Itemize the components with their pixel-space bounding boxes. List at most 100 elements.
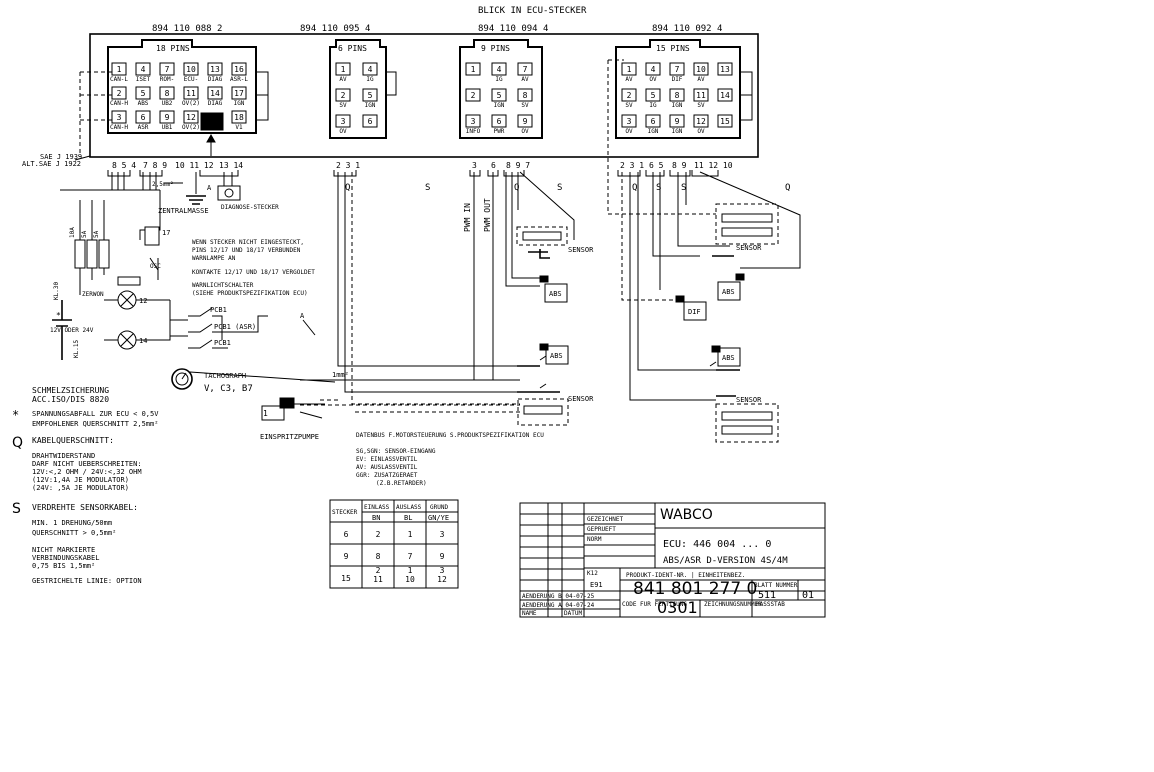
connector-4-pin-3 xyxy=(621,114,637,128)
pwm-in-label: PWM IN xyxy=(463,203,472,232)
connector-1-pin-16 xyxy=(231,62,247,76)
connector-4-pin-13 xyxy=(717,62,733,76)
pin-clip xyxy=(503,170,525,177)
connector-1-pin-8-signal: UB2 xyxy=(162,100,173,107)
tachograph: TACHOGRAPH V, C3, B7 xyxy=(171,368,253,394)
table-cell: 3 xyxy=(440,566,445,575)
connector-4-pin-1 xyxy=(621,62,637,76)
table-sh-1: BN xyxy=(372,514,380,522)
pin-group-c4b: 6 5 xyxy=(649,161,664,170)
connector-4-pin-4 xyxy=(645,62,661,76)
connector-1-pin-8-number: 8 xyxy=(165,89,170,98)
connector-3-pin-6-signal: PWR xyxy=(494,128,505,135)
wiring-lines xyxy=(189,171,801,413)
connector-4-pin-5 xyxy=(645,88,661,102)
abs-label-3: ABS xyxy=(722,288,735,296)
connector-3-pin-3 xyxy=(465,114,481,128)
wire-code-s-1: S xyxy=(425,183,430,193)
connector-3-pin-9-signal: OV xyxy=(521,128,529,135)
connector-3-pin-3-number: 3 xyxy=(471,117,476,126)
table-cell: 2 xyxy=(376,530,381,539)
connector-3-pin-7-signal: AV xyxy=(521,76,529,83)
connector-1-pin-1 xyxy=(111,62,127,76)
connector-4-pin-8 xyxy=(669,88,685,102)
connector-1-pin-18 xyxy=(231,110,247,124)
abs-label-1: ABS xyxy=(549,290,562,298)
connector-1-pin-16-number: 16 xyxy=(234,65,244,74)
connector-3-pin-4-signal: IG xyxy=(495,76,503,83)
product-label: PRODUKT-IDENT-NR. | EINHEITENBEZ. xyxy=(626,572,745,579)
connector-4-part: 894 110 092 4 xyxy=(652,24,722,34)
connector-3-pin-2 xyxy=(465,88,481,102)
abbrev-4: (Z.B.RETARDER) xyxy=(376,480,427,487)
connector-4-pin-7-number: 7 xyxy=(675,65,680,74)
connector-1-pin-4 xyxy=(135,62,151,76)
table-cell: 7 xyxy=(408,552,413,561)
connector-1-pin-18-number: 18 xyxy=(234,113,244,122)
wire-code-s-3: S xyxy=(656,183,661,193)
pin-clips xyxy=(107,170,719,177)
fuse-note-0: SCHMELZSICHERUNG xyxy=(32,386,109,395)
note-mid-4: WARNLICHTSCHALTER xyxy=(192,282,254,289)
connector-4-pin-2 xyxy=(621,88,637,102)
tb-checked: GEPRUEFT xyxy=(587,526,616,533)
table-h-3: GRUND xyxy=(430,504,448,511)
wire-code-q-1: Q xyxy=(345,183,350,193)
pin-group-c1b: 7 8 9 xyxy=(143,161,167,170)
connector-4-pin-6 xyxy=(645,114,661,128)
connector-3-pin-6 xyxy=(491,114,507,128)
connector-4-pin-5-signal: IG xyxy=(649,102,657,109)
connector-1-pin-5 xyxy=(135,86,151,100)
fuse-label-2: 5A xyxy=(81,230,88,238)
connector-3-label: 9 PINS xyxy=(481,44,510,53)
connector-18-pins: 18 PINS 1CAN-L4ISET7ROM-10ECU-13DIAG16AS… xyxy=(107,39,257,156)
sensor-label-2: SENSOR xyxy=(736,244,762,252)
connector-4-pin-9 xyxy=(669,114,685,128)
note-mid-1: PINS 12/17 UND 18/17 VERBUNDEN xyxy=(192,247,301,254)
connector-1-pin-10-number: 10 xyxy=(186,65,196,74)
connector-1-pin-5-signal: ABS xyxy=(138,100,149,107)
table-cell: 8 xyxy=(376,552,381,561)
table-cell: 2 xyxy=(376,566,381,575)
connector-2-pin-5-number: 5 xyxy=(368,91,373,100)
title-block: WABCO ECU: 446 004 ... 0 ABS/ASR D-VERSI… xyxy=(519,502,826,618)
connector-2-pin-1 xyxy=(335,62,351,76)
connector-4-pin-12-number: 12 xyxy=(696,117,706,126)
connector-1-pin-7-signal: ROM- xyxy=(160,76,174,83)
pin-group-c3c: 8 9 7 xyxy=(506,161,530,170)
sensor-label-4: SENSOR xyxy=(736,396,762,404)
drawing-number: 841 801 277 0 xyxy=(633,579,757,599)
connector-1-pin-16-signal: ASR-L xyxy=(230,76,248,83)
connector-3-pin-3-signal: INFO xyxy=(466,128,481,135)
connector-2-pin-5 xyxy=(362,88,378,102)
connector-4-pin-14 xyxy=(717,88,733,102)
connector-1-pin-12-signal: OV(2) xyxy=(182,124,200,131)
table-sh-2: BL xyxy=(404,514,412,522)
connector-4-pin-9-number: 9 xyxy=(675,117,680,126)
ground-pin-a: A xyxy=(207,184,212,192)
connector-1-pin-3-number: 3 xyxy=(117,113,122,122)
fuse-label-3: 5A xyxy=(93,230,100,238)
connector-1-pin-10 xyxy=(183,62,199,76)
connector-4-pin-13-number: 13 xyxy=(720,65,730,74)
connector-1-pin-5-number: 5 xyxy=(141,89,146,98)
table-h-2: AUSLASS xyxy=(396,504,422,511)
connector-1-pin-6-number: 6 xyxy=(141,113,146,122)
connector-2-pin-3 xyxy=(335,114,351,128)
pcb-label-2: PCB1 (ASR) xyxy=(214,323,256,331)
abbreviation-legend: SG,SGN: SENSOR-EINGANG EV: EINLASSVENTIL… xyxy=(356,448,436,487)
connector-4-pin-6-signal: IGN xyxy=(648,128,659,135)
table-cell: 12 xyxy=(437,575,447,584)
s-line-5: 0,75 BIS 1,5mm² xyxy=(32,562,95,570)
connector-1-pin-10-signal: ECU- xyxy=(184,76,198,83)
connector-1-pin-6-signal: ASR xyxy=(138,124,149,131)
tb-name: NAME xyxy=(522,610,537,617)
connector-4-pin-11-signal: SV xyxy=(697,102,705,109)
injection-pin-1: 1 xyxy=(263,409,268,418)
q-line-0: DRAHTWIDERSTAND xyxy=(32,452,95,460)
pin-group-c3b: 6 xyxy=(491,161,496,170)
rev-b: AENDERUNG B 04-07-25 xyxy=(522,593,595,600)
abs-label-4: ABS xyxy=(722,354,735,362)
diag-label: DIAGNOSE-STECKER xyxy=(221,204,279,211)
